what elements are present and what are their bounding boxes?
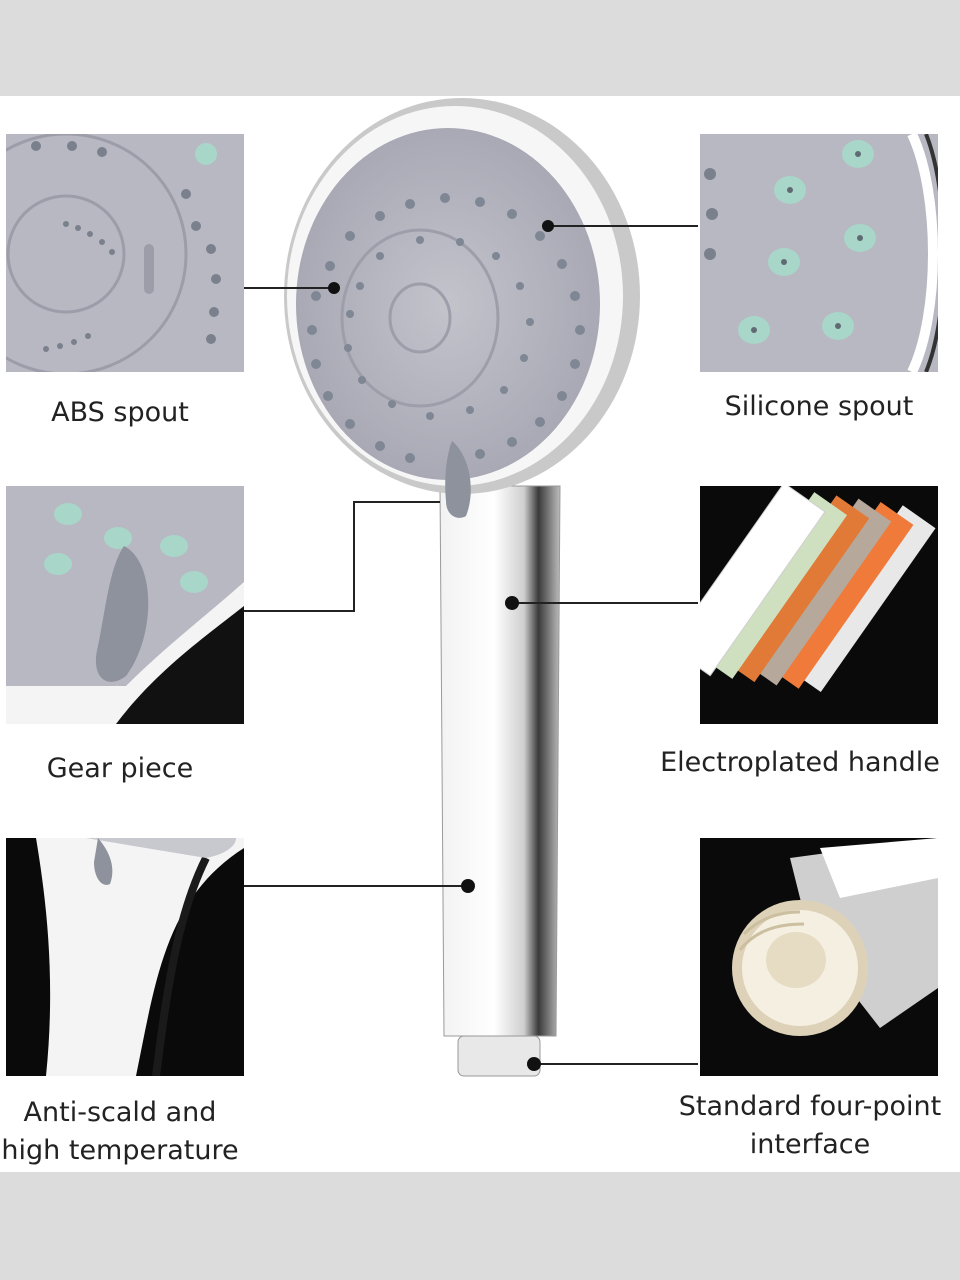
gear-piece-closeup [6, 486, 244, 724]
label-gear-piece: Gear piece [46, 753, 194, 784]
interface-closeup [700, 838, 938, 1076]
abs-spout-closeup [6, 134, 244, 372]
electroplated-handle-closeup [700, 486, 938, 724]
label-anti-scald-line1: Anti-scald and [23, 1097, 217, 1128]
label-anti-scald-line2: high temperature [1, 1135, 239, 1166]
label-interface-line1: Standard four-point [678, 1091, 942, 1122]
label-silicone-spout: Silicone spout [724, 391, 914, 422]
silicone-spout-closeup [700, 134, 938, 372]
label-interface-line2: interface [749, 1129, 871, 1160]
label-electroplated-handle: Electroplated handle [660, 747, 940, 778]
anti-scald-closeup [6, 838, 244, 1076]
label-abs-spout: ABS spout [51, 397, 189, 428]
product-infographic: ABS spout Silicone spout Gear piece Elec… [0, 96, 960, 1172]
shower-head-illustration [244, 98, 698, 1077]
